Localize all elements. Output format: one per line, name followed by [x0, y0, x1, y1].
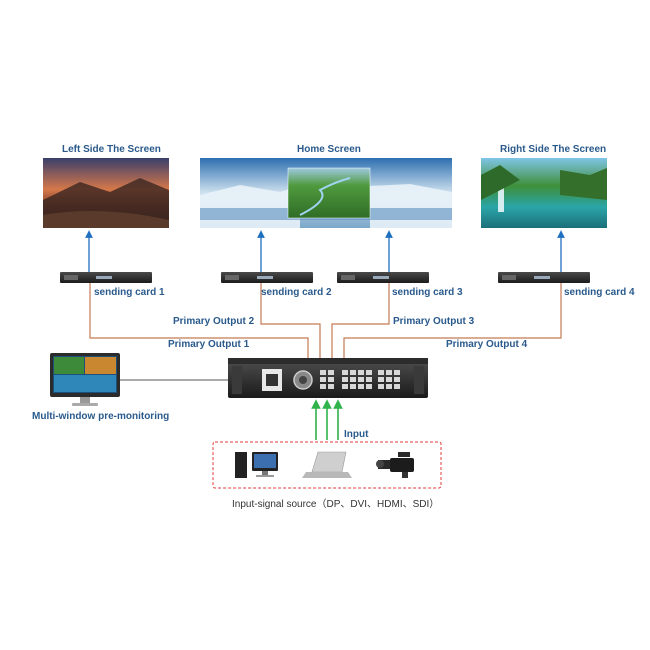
sending-card-label-4: sending card 4: [564, 287, 635, 298]
primary-output-label-4: Primary Output 4: [446, 339, 528, 350]
monitor-icon: [50, 353, 120, 406]
home-screen-title: Home Screen: [297, 144, 361, 155]
desktop-computer-icon: [235, 452, 278, 478]
home-screen-image: [200, 158, 452, 228]
sending-card-label-3: sending card 3: [392, 287, 463, 298]
video-processor-device: [228, 358, 428, 398]
screen-feed-arrows: [85, 230, 565, 272]
input-arrows: [311, 399, 343, 440]
sending-card-device-3: [337, 272, 429, 283]
sending-card-device-4: [498, 272, 590, 283]
input-source-caption: Input-signal source（DP、DVI、HDMI、SDI）: [232, 499, 440, 510]
left-screen-image: [43, 158, 169, 228]
right-screen-title: Right Side The Screen: [500, 144, 607, 155]
input-label: Input: [344, 429, 369, 440]
sending-card-device-1: [60, 272, 152, 283]
sending-card-label-1: sending card 1: [94, 287, 165, 298]
video-camera-icon: [376, 452, 414, 478]
primary-output-label-1: Primary Output 1: [168, 339, 250, 350]
monitor-label: Multi-window pre-monitoring: [32, 411, 170, 422]
primary-output-label-3: Primary Output 3: [393, 316, 475, 327]
input-source-box: [212, 441, 442, 489]
primary-output-label-2: Primary Output 2: [173, 316, 255, 327]
sending-card-label-2: sending card 2: [261, 287, 332, 298]
output-lines: [89, 283, 562, 362]
left-screen-title: Left Side The Screen: [62, 144, 161, 155]
laptop-icon: [302, 451, 352, 478]
right-screen-image: [481, 158, 607, 228]
sending-card-device-2: [221, 272, 313, 283]
